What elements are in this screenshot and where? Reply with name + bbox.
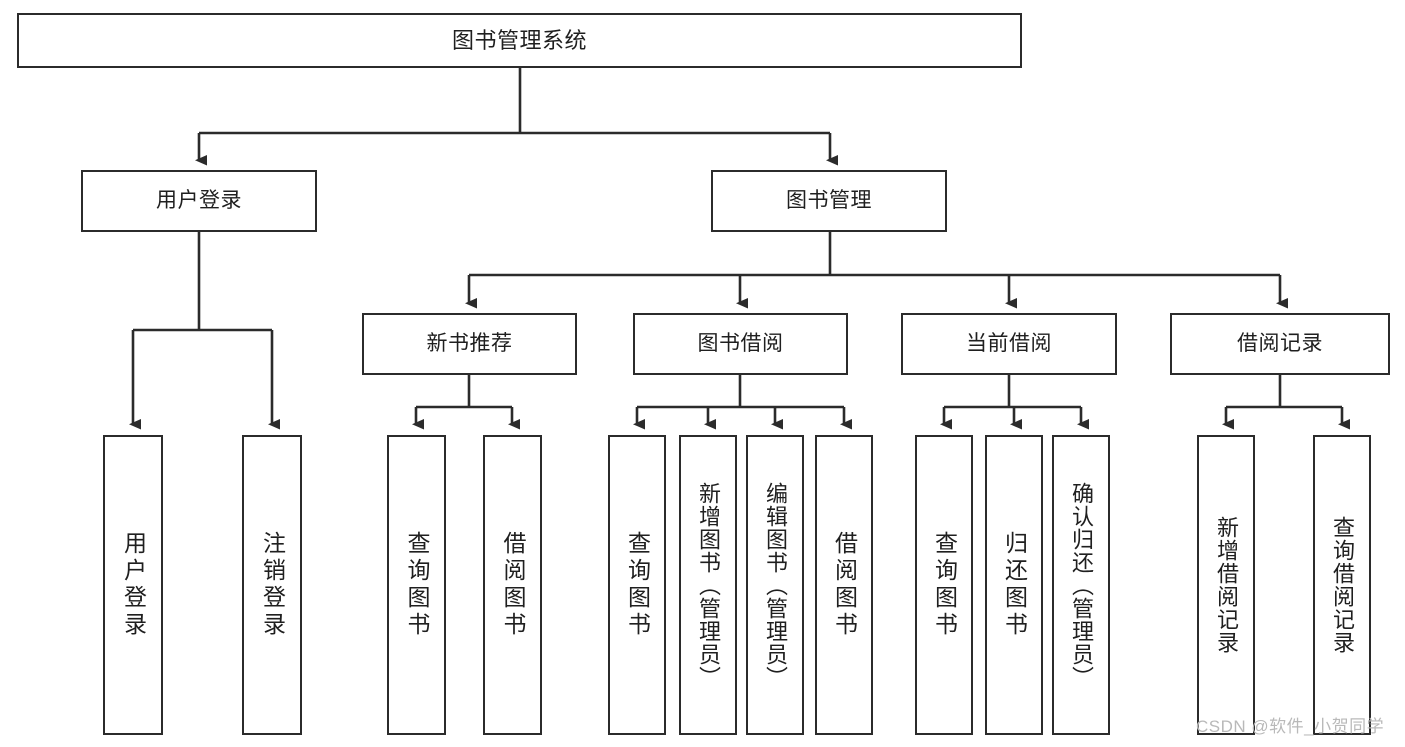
leaf-logout[interactable]: 注销登录: [242, 435, 302, 735]
node-label: 当前借阅: [966, 331, 1052, 355]
leaf-return-book[interactable]: 归还图书: [985, 435, 1043, 735]
node-new-book-recommend[interactable]: 新书推荐: [362, 313, 577, 375]
node-book-borrow[interactable]: 图书借阅: [633, 313, 848, 375]
leaf-add-borrow-record[interactable]: 新增借阅记录: [1197, 435, 1255, 735]
node-label: 图书管理: [786, 188, 872, 212]
node-borrow-record[interactable]: 借阅记录: [1170, 313, 1390, 375]
leaf-edit-book-admin[interactable]: 编辑图书（管理员）: [746, 435, 804, 735]
node-label: 注销登录: [259, 531, 286, 639]
node-label: 借阅图书: [500, 531, 526, 639]
node-label: 确认归还（管理员）: [1069, 481, 1094, 689]
node-root-system[interactable]: 图书管理系统: [17, 13, 1022, 68]
leaf-borrow-book[interactable]: 借阅图书: [815, 435, 873, 735]
leaf-add-book-admin[interactable]: 新增图书（管理员）: [679, 435, 737, 735]
node-label: 新书推荐: [426, 331, 513, 355]
leaf-borrow-book-recommend[interactable]: 借阅图书: [483, 435, 542, 735]
node-label: 查询图书: [624, 531, 651, 639]
node-current-borrow[interactable]: 当前借阅: [901, 313, 1117, 375]
leaf-query-book-current[interactable]: 查询图书: [915, 435, 973, 735]
node-label: 新增借阅记录: [1214, 516, 1239, 654]
node-user-login[interactable]: 用户登录: [81, 170, 317, 232]
node-label: 用户登录: [120, 531, 147, 639]
node-label: 查询图书: [931, 531, 958, 639]
leaf-query-book-borrow[interactable]: 查询图书: [608, 435, 666, 735]
leaf-query-borrow-record[interactable]: 查询借阅记录: [1313, 435, 1371, 735]
node-label: 归还图书: [1001, 531, 1028, 639]
node-label: 查询借阅记录: [1330, 516, 1355, 654]
node-label: 图书借阅: [697, 331, 784, 355]
node-label: 用户登录: [156, 188, 242, 212]
node-label: 图书管理系统: [451, 27, 587, 53]
node-book-management[interactable]: 图书管理: [711, 170, 947, 232]
node-label: 新增图书（管理员）: [696, 481, 721, 689]
watermark-text: CSDN @软件_小贺同学: [1196, 717, 1385, 736]
node-label: 借阅记录: [1237, 331, 1323, 355]
leaf-confirm-return-admin[interactable]: 确认归还（管理员）: [1052, 435, 1110, 735]
node-label: 编辑图书（管理员）: [763, 481, 788, 689]
node-label: 借阅图书: [831, 531, 858, 639]
leaf-user-login[interactable]: 用户登录: [103, 435, 163, 735]
node-label: 查询图书: [404, 531, 430, 639]
leaf-query-book-recommend[interactable]: 查询图书: [387, 435, 446, 735]
